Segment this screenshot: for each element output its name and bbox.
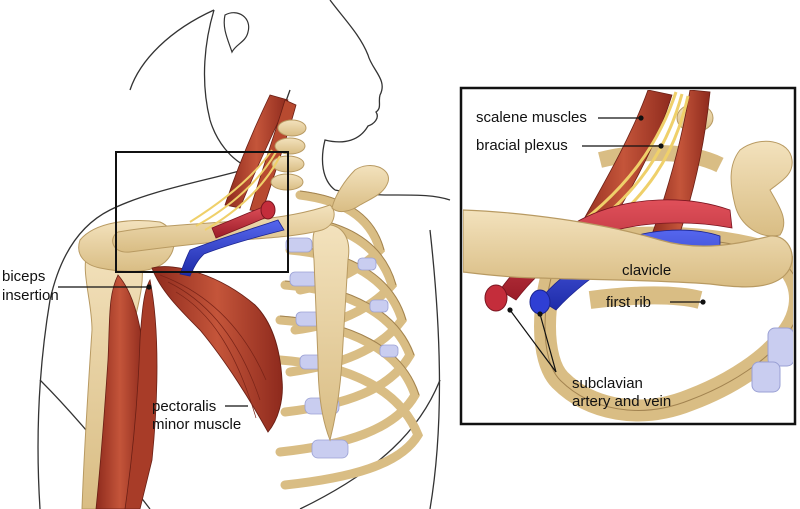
first-rib-front [588,286,703,309]
focus-box [115,151,289,273]
rib-cartilage-inset [767,327,793,367]
acromion-shape [331,165,389,213]
pectoralis-minor-shape [151,266,283,433]
ear-shape [223,12,250,54]
body-outline [37,0,451,509]
label-bracial-plexus: bracial plexus [476,137,568,154]
label-insertion: insertion [2,287,59,304]
pectoralis-fibers [159,274,267,419]
leader-lines [507,115,706,373]
label-subclavian: subclavian [572,375,643,392]
acromion-inset-shape [730,140,793,237]
artery-left-shape [211,204,275,239]
label-artery-and-vein: artery and vein [572,393,672,410]
rib-cartilage-inset-2 [751,361,781,393]
label-minor-muscle: minor muscle [152,416,242,433]
sternum-shape [312,224,350,442]
label-scalene-muscles: scalene muscles [476,109,587,126]
label-pectoralis: pectoralis [152,398,217,415]
brachial-plexus-left [189,149,281,231]
clavicle-inset-shape [463,209,793,288]
vein-left-shape [179,219,285,277]
vein-cut [529,289,551,315]
artery-left-cut [260,200,276,220]
label-clavicle: clavicle [622,262,672,279]
upper-rib-shape [598,145,724,173]
biceps-muscle-shape-2 [124,278,158,509]
artery-cut [484,284,508,312]
label-biceps: biceps [2,268,46,285]
left-leader-lines [58,284,248,407]
label-first-rib: first rib [606,294,651,311]
inset-panel [459,86,797,426]
